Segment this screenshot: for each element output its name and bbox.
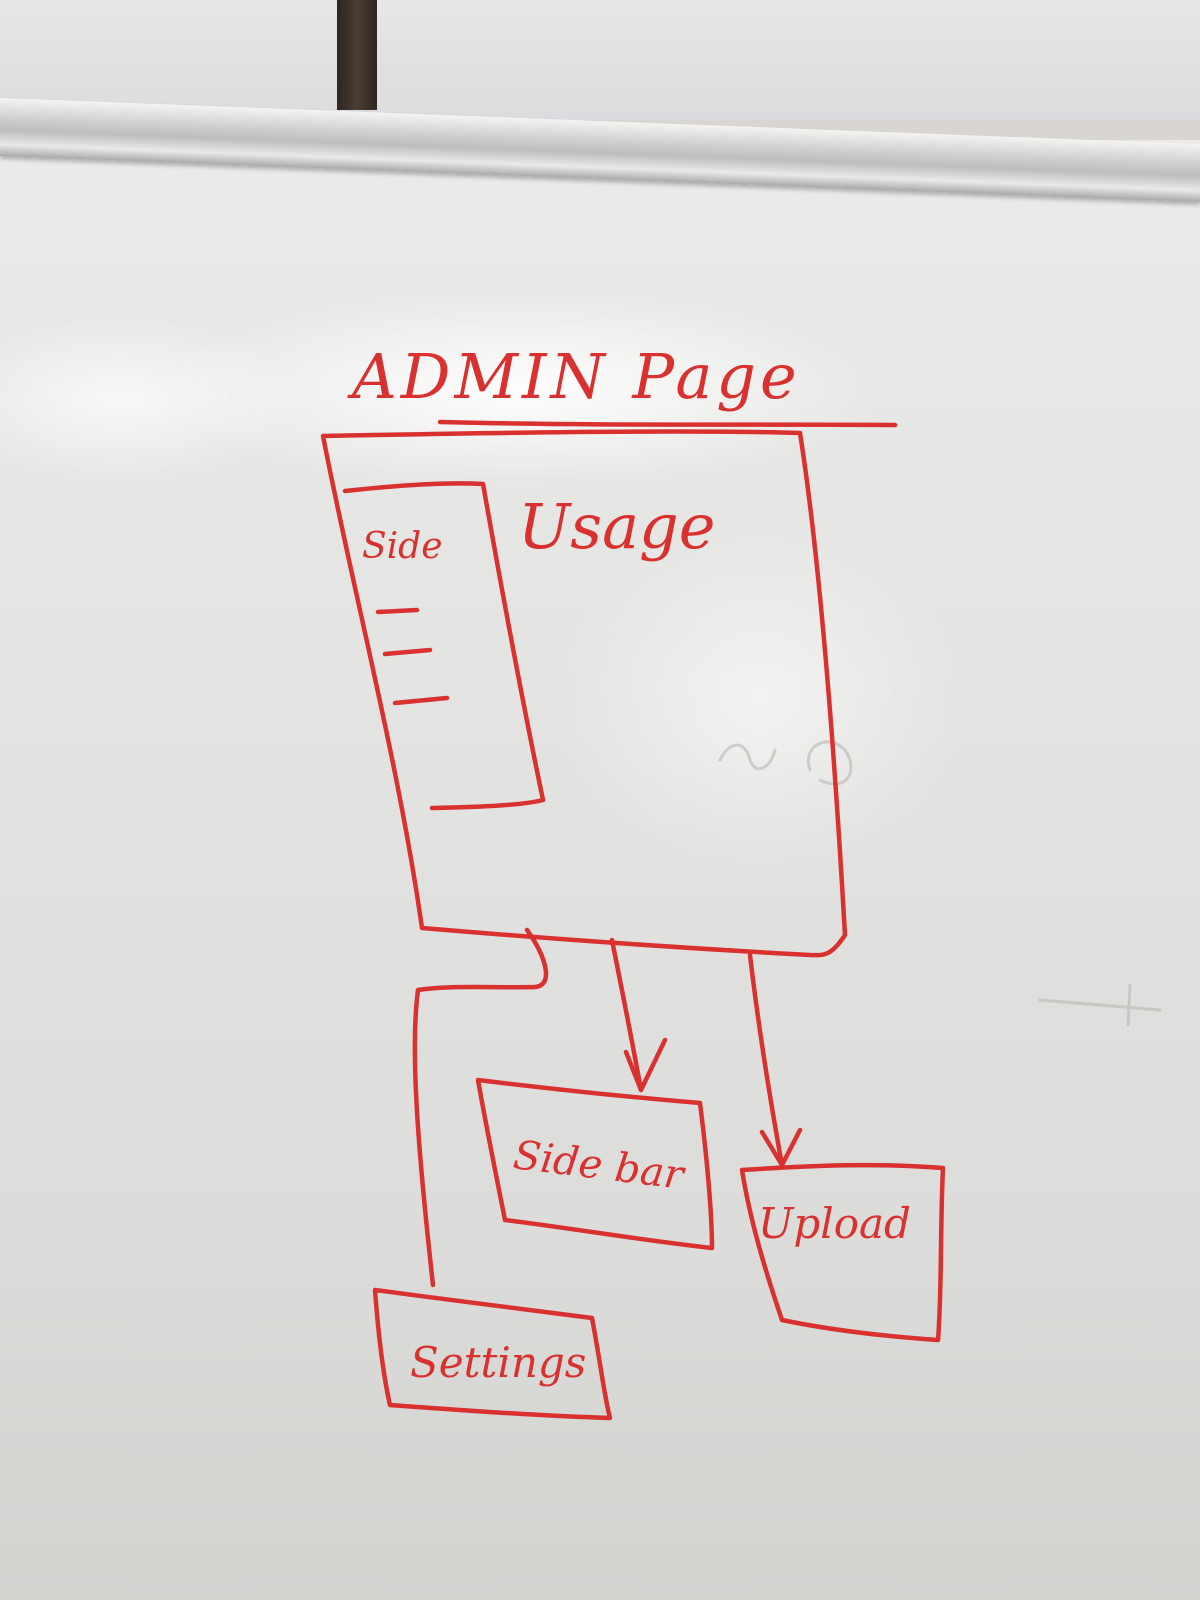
sidebar-panel [342,481,546,811]
admin-page-box [320,429,848,958]
content-label: Usage [518,490,715,563]
upload-box [739,1162,946,1343]
connector-settings [412,927,549,1288]
wall-pipe [337,0,377,110]
arrowhead-sidebar [623,1037,668,1093]
sidebar-label: Side [362,526,443,567]
erased-mark [806,740,853,786]
wall-background [0,0,1200,120]
sidebar-item-line [382,647,433,657]
settings-box [372,1287,613,1421]
sidebar-item-line [392,695,450,706]
settings-box-label: Settings [410,1338,586,1387]
upload-box-label: Upload [758,1199,911,1248]
connector-upload [747,952,785,1168]
sidebar-box-label: Side bar [511,1132,689,1199]
erased-mark [1038,983,1162,1027]
diagram-title: ADMIN Page [347,340,801,413]
title-underline [437,419,898,428]
erased-mark [718,743,777,771]
sidebar-box [475,1077,715,1251]
sidebar-item-line [375,607,420,615]
connector-sidebar [609,937,644,1093]
arrowhead-upload [759,1127,803,1168]
